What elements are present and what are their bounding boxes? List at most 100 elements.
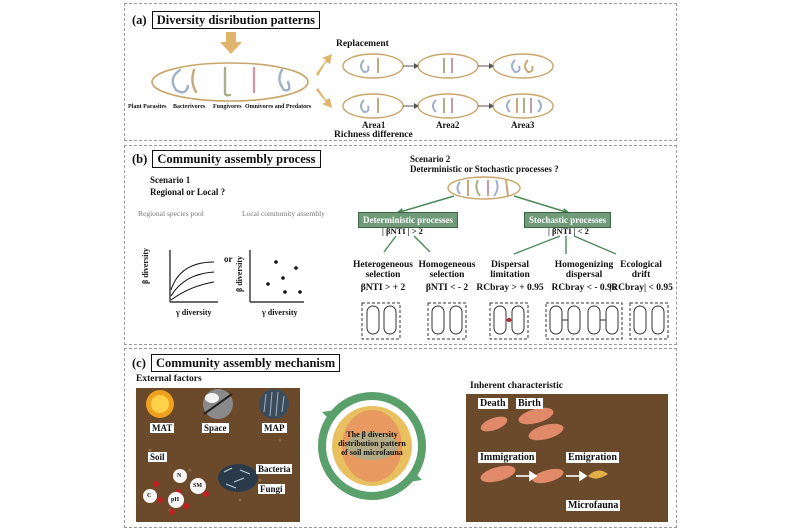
process-homogenizing-dispersal: Homogenizing dispersal RCbray < - 0.95 xyxy=(544,260,624,293)
area3-label: Area3 xyxy=(511,120,535,130)
panel-b-header: (b) Community assembly process xyxy=(132,150,321,168)
stochastic-box: Stochastic processes xyxy=(524,212,612,228)
scenario1-question: Regional or Local ? xyxy=(150,187,226,197)
immigration-label: Immigration xyxy=(478,452,537,463)
chem-n: N xyxy=(177,473,182,479)
space-label: Space xyxy=(202,423,229,433)
process-condition: RCbray < - 0.95 xyxy=(551,282,617,293)
dispersal-markers xyxy=(506,317,606,323)
regional-plot xyxy=(169,250,218,303)
panel-c xyxy=(124,348,677,528)
det-branch-arrow-icon xyxy=(399,195,455,213)
local-assembly-label: Local community assembly xyxy=(242,209,325,218)
soil-label: Soil xyxy=(148,452,167,462)
x-axis-label-local: γ diversity xyxy=(262,308,298,317)
area2-label: Area2 xyxy=(436,120,460,130)
nematode-group-icons xyxy=(171,66,291,97)
inherent-label: Inherent characteristic xyxy=(470,381,563,391)
process-condition: RCbray > + 0.95 xyxy=(476,282,544,293)
scenario1-label: Scenario 1 xyxy=(150,175,191,185)
chem-ph: pH xyxy=(171,497,180,503)
x-axis-label-regional: γ diversity xyxy=(176,308,212,317)
microfauna-label: Microfauna xyxy=(566,500,621,511)
replacement-arrow-icon xyxy=(316,54,332,76)
replacement-row xyxy=(342,53,554,79)
panel-c-title: Community assembly mechanism xyxy=(151,354,341,372)
fungi-label: Fungi xyxy=(258,484,285,494)
regional-pool-label: Regional species pool xyxy=(138,209,204,218)
replacement-label: Replacement xyxy=(336,39,389,49)
space-sphere-icon xyxy=(203,389,233,419)
group-label-plant-parasites: Plant Parasites xyxy=(128,104,167,110)
process-name: Homogenizing xyxy=(554,260,614,270)
process-condition: |RCbray| < 0.95 xyxy=(609,282,673,293)
center-text-line: of soil microfauna xyxy=(341,447,403,457)
panel-a-tag: (a) xyxy=(132,13,147,27)
process-heterogeneous: Heterogeneous selection βNTI > + 2 xyxy=(346,260,420,293)
or-label: or xyxy=(224,254,233,264)
panel-c-header: (c) Community assembly mechanism xyxy=(132,354,341,372)
deterministic-box: Deterministic processes xyxy=(358,212,459,228)
center-text-line: The β diversity xyxy=(346,430,398,439)
process-name: Homogeneous xyxy=(418,260,476,270)
local-plot xyxy=(249,250,304,303)
process-condition: βNTI < - 2 xyxy=(425,282,469,293)
down-arrow-icon xyxy=(220,32,242,54)
process-name: selection xyxy=(365,270,401,281)
chem-c: C xyxy=(147,493,152,499)
det-condition: | βNTI | > 2 xyxy=(382,226,423,236)
process-name: dispersal xyxy=(565,270,603,281)
bacteria-label: Bacteria xyxy=(256,464,293,474)
group-label-omnivores: Omnivores and Predators xyxy=(245,104,312,110)
map-label: MAP xyxy=(262,423,287,433)
process-name: selection xyxy=(429,270,465,281)
group-label-fungivores: Fungivores xyxy=(213,104,242,110)
area1-label: Area1 xyxy=(362,120,386,130)
pool-ellipse xyxy=(151,62,309,102)
sto-branch-arrow-icon xyxy=(513,195,567,213)
process-arrows xyxy=(383,235,617,255)
soil-chemistry xyxy=(143,469,209,515)
panel-a-title: Diversity disribution patterns xyxy=(151,11,321,29)
scenario2-question: Deterministic or Stochastic processes ? xyxy=(410,164,559,174)
process-name: limitation xyxy=(490,270,530,281)
process-name: Ecological xyxy=(620,260,662,270)
microfauna-icons xyxy=(480,407,608,484)
richness-arrow-icon xyxy=(316,88,332,108)
panel-a-header: (a) Diversity disribution patterns xyxy=(132,11,321,29)
process-dispersal-limitation: Dispersal limitation RCbray > + 0.95 xyxy=(470,260,550,293)
death-label: Death xyxy=(478,398,508,409)
center-text-line: distribution pattern xyxy=(338,438,406,448)
richness-row xyxy=(342,93,554,119)
center-text: The β diversity distribution pattern of … xyxy=(332,430,412,457)
process-ecological-drift: Ecological drift |RCbray| < 0.95 xyxy=(606,260,676,293)
process-name: Dispersal xyxy=(491,260,529,270)
panel-c-tag: (c) xyxy=(132,356,146,370)
mat-label: MAT xyxy=(150,423,175,433)
scenario2-pool xyxy=(447,176,521,200)
process-condition: βNTI > + 2 xyxy=(360,282,406,293)
sto-condition: | βNTI | < 2 xyxy=(548,226,589,236)
panel-a xyxy=(124,3,677,141)
panel-b xyxy=(124,145,677,345)
process-name: drift xyxy=(631,270,651,281)
birth-label: Birth xyxy=(516,398,543,409)
process-homogeneous: Homogeneous selection βNTI < - 2 xyxy=(412,260,482,293)
emigration-label: Emigration xyxy=(566,452,619,463)
scenario2-label: Scenario 2 xyxy=(410,154,451,164)
rain-sphere-icon xyxy=(259,389,289,419)
process-diagrams xyxy=(361,302,669,340)
external-factors-label: External factors xyxy=(136,374,202,384)
migration-arrows xyxy=(516,470,588,482)
sun-icon xyxy=(146,390,174,418)
richness-difference-label: Richness difference xyxy=(334,130,413,140)
process-name: Heterogeneous xyxy=(353,260,413,270)
group-label-bacterivores: Bacterivores xyxy=(173,104,206,110)
microbe-icon xyxy=(218,464,258,492)
panel-b-title: Community assembly process xyxy=(152,150,321,168)
chem-sm: SM xyxy=(193,483,202,489)
panel-b-tag: (b) xyxy=(132,152,148,166)
central-cycle xyxy=(318,392,426,500)
